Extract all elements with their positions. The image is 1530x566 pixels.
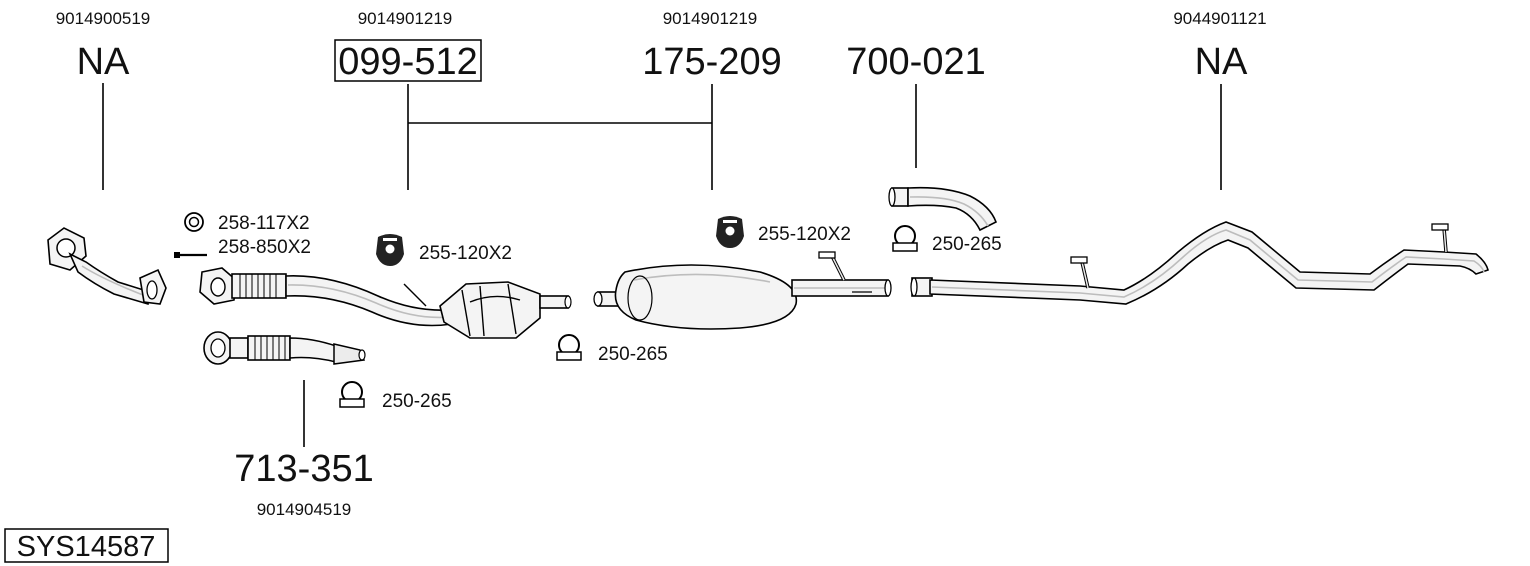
oem-number-middle-silencer: 9014901219 xyxy=(663,9,758,28)
clamp-icon xyxy=(339,381,365,408)
accessory-clamp-3-label: 250-265 xyxy=(932,234,1002,255)
part-number-middle-silencer: 175-209 xyxy=(642,41,781,83)
connector-pipe xyxy=(888,186,998,232)
oem-number-rear-pipe: 9044901121 xyxy=(1173,9,1266,28)
oem-number-catalyst: 9014901219 xyxy=(358,9,453,28)
catalyst-assembly xyxy=(199,267,572,339)
accessory-clamp-2-label: 250-265 xyxy=(598,344,668,365)
part-number-box-catalyst xyxy=(334,39,482,82)
middle-silencer xyxy=(593,251,892,330)
system-id: SYS14587 xyxy=(17,531,156,563)
accessory-bolt-label: 258-850X2 xyxy=(218,237,311,258)
bolt-icon xyxy=(174,252,207,258)
oem-number-front-pipe: 9014900519 xyxy=(56,9,151,28)
rear-pipe xyxy=(910,221,1489,305)
part-number-connector: 700-021 xyxy=(846,41,985,83)
gasket-icon xyxy=(184,212,204,232)
rubber-mount-icon xyxy=(716,216,744,248)
system-id-box xyxy=(4,528,169,563)
accessory-rubber-mount-1-label: 255-120X2 xyxy=(419,243,512,264)
accessory-gasket-label: 258-117X2 xyxy=(218,213,310,234)
part-number-catalyst: 099-512 xyxy=(338,41,477,83)
clamp-icon xyxy=(556,334,582,361)
part-number-flex-pipe: 713-351 xyxy=(234,448,373,490)
part-number-front-pipe: NA xyxy=(77,41,130,83)
accessory-rubber-mount-2-label: 255-120X2 xyxy=(758,224,851,245)
accessory-clamp-1-label: 250-265 xyxy=(382,391,452,412)
clamp-icon xyxy=(892,225,918,252)
oem-number-flex-pipe: 9014904519 xyxy=(257,500,352,519)
flex-pipe xyxy=(203,331,366,365)
part-number-rear-pipe: NA xyxy=(1195,41,1248,83)
front-pipe xyxy=(47,227,167,306)
leader-lines xyxy=(102,83,1222,447)
rubber-mount-icon xyxy=(376,234,404,266)
